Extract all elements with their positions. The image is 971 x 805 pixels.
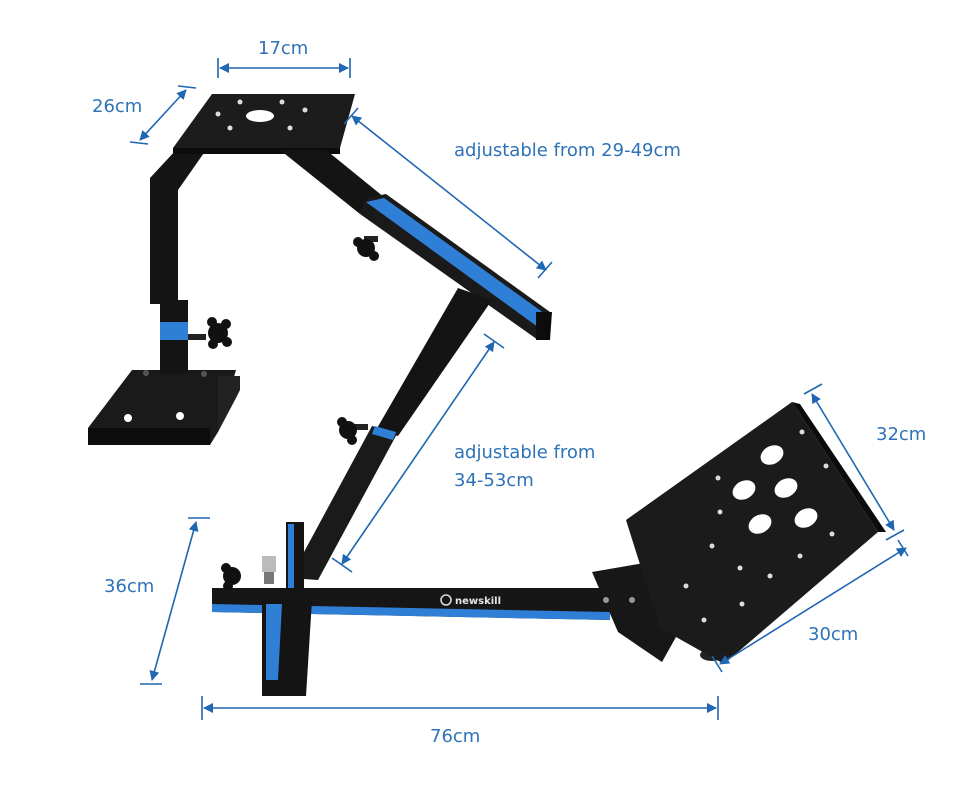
label-pedal-plate-width: 30cm [808, 624, 859, 645]
dim-line-lower-arm [341, 341, 495, 565]
wheel-plate [173, 94, 355, 154]
wheel-column [88, 150, 240, 445]
brand-logo-icon [440, 594, 452, 606]
lower-arm [290, 288, 492, 580]
label-pedal-plate-height: 32cm [876, 424, 927, 445]
label-wheel-plate-depth: 26cm [92, 96, 143, 117]
brand-logo-text: newskill [455, 596, 501, 607]
foot-hole-icon [124, 414, 132, 422]
label-lower-arm-line2: 34-53cm [454, 470, 534, 491]
dim-line-30cm [719, 547, 907, 665]
label-upper-arm: adjustable from 29-49cm [454, 140, 681, 161]
dim-line-upper-arm [351, 115, 547, 271]
dim-line-26cm [139, 89, 187, 141]
label-base-height: 36cm [104, 576, 155, 597]
brand-logo: newskill [440, 594, 501, 607]
upper-arm [280, 150, 552, 340]
label-base-length: 76cm [430, 726, 481, 747]
dim-line-36cm [149, 521, 199, 681]
label-wheel-plate-width: 17cm [258, 38, 309, 59]
dimension-lines [129, 58, 909, 720]
base-frame [212, 522, 610, 696]
dim-line-32cm [811, 393, 895, 531]
label-lower-arm-line1: adjustable from [454, 442, 596, 463]
wheel-plate-center-hole [246, 110, 274, 122]
